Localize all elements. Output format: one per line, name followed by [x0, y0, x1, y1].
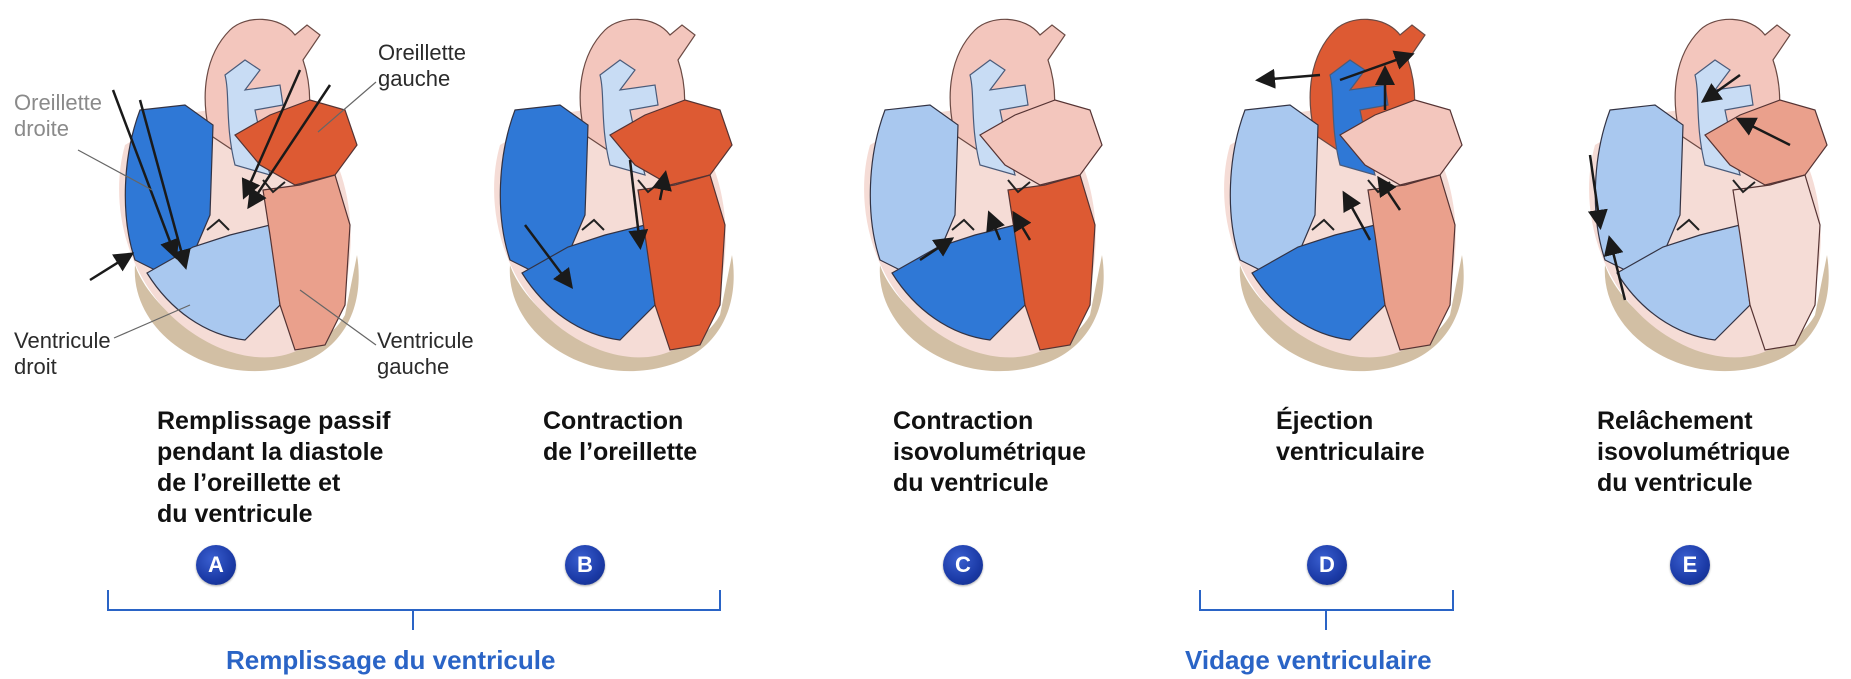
phase-bracket-2 [1200, 590, 1453, 630]
stage-e-badge: E [1670, 545, 1710, 585]
stage-b-caption: Contraction de l’oreillette [543, 406, 697, 468]
heart-panel-d [1224, 19, 1464, 371]
phase-ventricular-emptying-label: Vidage ventriculaire [1185, 645, 1432, 675]
label-right-atrium: Oreillette droite [14, 90, 102, 142]
stage-a-caption: Remplissage passif pendant la diastole d… [157, 406, 390, 530]
stage-c-badge: C [943, 545, 983, 585]
stage-d-caption: Éjection ventriculaire [1276, 406, 1425, 468]
heart-panel-e [1589, 19, 1829, 371]
heart-panel-a [90, 19, 359, 371]
phase-bracket-1 [108, 590, 720, 630]
heart-panel-b [494, 19, 734, 371]
label-right-ventricle: Ventricule droit [14, 328, 111, 380]
stage-a-badge: A [196, 545, 236, 585]
stage-e-caption: Relâchement isovolumétrique du ventricul… [1597, 406, 1790, 499]
stage-c-caption: Contraction isovolumétrique du ventricul… [893, 406, 1086, 499]
blood-flow-arrow [90, 255, 130, 280]
stage-d-badge: D [1307, 545, 1347, 585]
phase-ventricular-filling-label: Remplissage du ventricule [226, 645, 555, 675]
label-left-atrium: Oreillette gauche [378, 40, 466, 92]
stage-b-badge: B [565, 545, 605, 585]
heart-panel-c [864, 19, 1104, 371]
label-left-ventricle: Ventricule gauche [377, 328, 474, 380]
